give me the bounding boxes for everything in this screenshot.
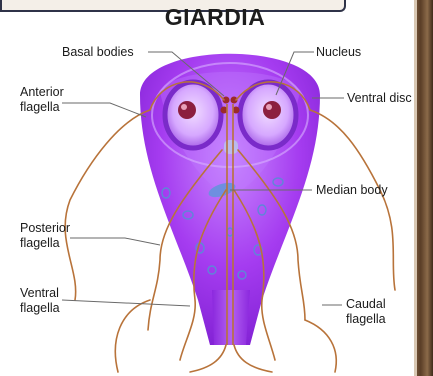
label-ventral-flagella-2: flagella bbox=[20, 301, 60, 315]
label-caudal-flagella-2: flagella bbox=[346, 312, 386, 326]
giardia-diagram: Basal bodies Nucleus Anterior flagella V… bbox=[0, 0, 414, 376]
label-anterior-flagella-2: flagella bbox=[20, 100, 60, 114]
label-nucleus: Nucleus bbox=[316, 45, 361, 59]
label-ventral-disc: Ventral disc bbox=[347, 91, 412, 105]
label-anterior-flagella-1: Anterior bbox=[20, 85, 64, 99]
label-ventral-flagella-1: Ventral bbox=[20, 286, 59, 300]
label-posterior-flagella-2: flagella bbox=[20, 236, 60, 250]
label-basal-bodies: Basal bodies bbox=[62, 45, 134, 59]
label-caudal-flagella-1: Caudal bbox=[346, 297, 386, 311]
label-median-body: Median body bbox=[316, 183, 388, 197]
nucleus-right bbox=[240, 82, 296, 148]
page-edge bbox=[414, 0, 433, 376]
label-posterior-flagella-1: Posterior bbox=[20, 221, 70, 235]
nucleus-left bbox=[165, 82, 221, 148]
